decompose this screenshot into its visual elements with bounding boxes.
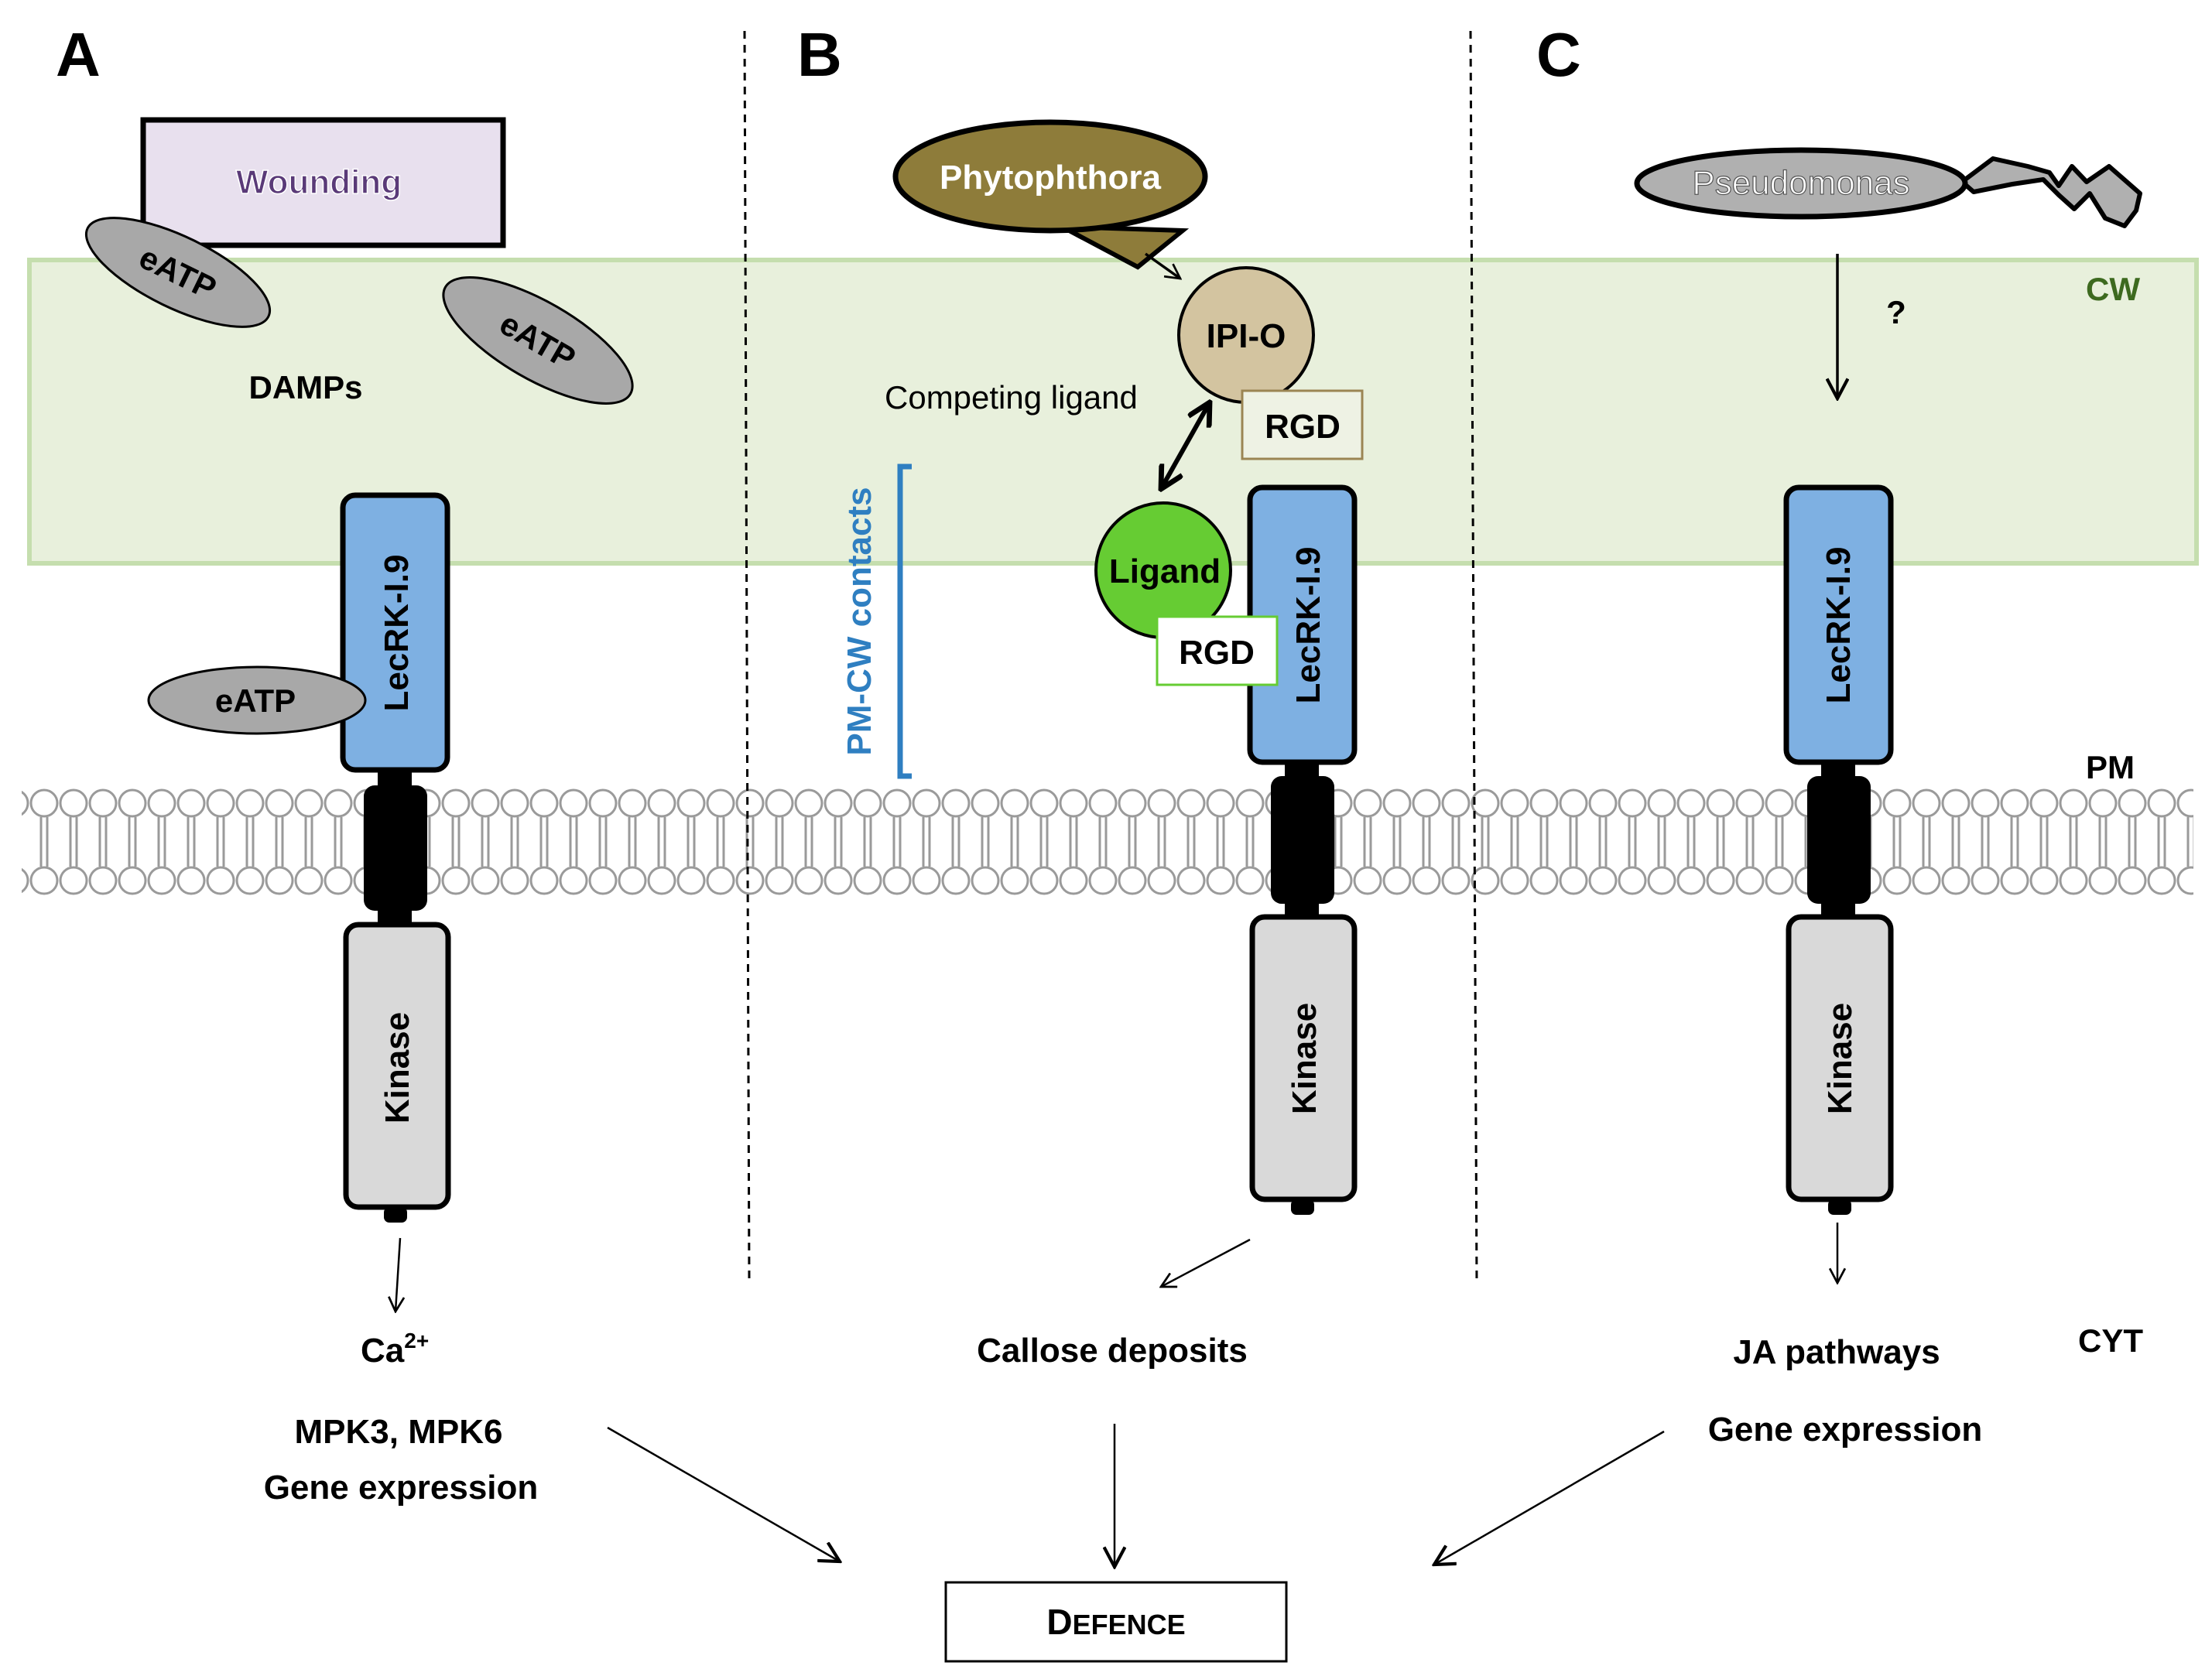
- defence-initial: D: [1046, 1602, 1072, 1642]
- panel-a: Wounding eATP eATP DAMPs LecRK-I.9 Kinas…: [84, 117, 634, 1507]
- calcium-charge: 2+: [404, 1329, 429, 1353]
- receptor-tail: [384, 1207, 407, 1223]
- converge-arrow-a: [607, 1426, 840, 1561]
- lecrk-label: LecRK-I.9: [1289, 547, 1327, 704]
- phytophthora-tail: [1060, 224, 1190, 270]
- cytoplasm-label: CYT: [2078, 1322, 2143, 1359]
- pm-cw-contacts-label: PM-CW contacts: [841, 487, 878, 755]
- lecrk-label: LecRK-I.9: [378, 555, 416, 712]
- ipio-label: IPI-O: [1207, 317, 1286, 355]
- panel-divider-ab: [743, 30, 751, 1281]
- defence-convergence: DEFENCE: [607, 1424, 1665, 1663]
- signal-arrow: [1161, 1238, 1251, 1287]
- ja-pathways-label: JA pathways: [1733, 1333, 1940, 1371]
- calcium-base: Ca: [361, 1332, 405, 1370]
- signal-arrow: [395, 1237, 400, 1312]
- transmembrane-domain: [1807, 776, 1871, 904]
- receptor-tail: [1828, 1199, 1851, 1215]
- ligand-rgd-box: [1156, 615, 1279, 686]
- wounding-label: Wounding: [236, 163, 402, 201]
- competition-arrow: [1161, 402, 1210, 489]
- phytophthora-label: Phytophthora: [940, 159, 1162, 197]
- pseudomonas-flagellum: [1960, 156, 2142, 228]
- lecrk-label: LecRK-I.9: [1820, 547, 1858, 704]
- cell-wall-label: CW: [2086, 271, 2140, 307]
- mpk-label: MPK3, MPK6: [295, 1413, 503, 1451]
- pm-cw-contacts-bracket: [897, 463, 912, 779]
- defence-label: DEFENCE: [1046, 1602, 1185, 1642]
- defence-rest: EFENCE: [1073, 1609, 1186, 1640]
- transmembrane-domain: [364, 785, 427, 911]
- transmembrane-domain: [1285, 761, 1319, 778]
- transmembrane-domain: [1821, 761, 1855, 778]
- converge-arrow-c: [1434, 1430, 1665, 1565]
- defence-box: [944, 1581, 1288, 1663]
- lecrk-receptor: LecRK-I.9 Kinase: [1783, 484, 1894, 1215]
- plasma-membrane-label: PM: [2086, 749, 2135, 785]
- panel-label-b: B: [797, 20, 842, 89]
- eatp-molecule: eATP: [147, 665, 367, 735]
- phytophthora-pathogen: [892, 119, 1208, 234]
- receptor-tail: [1291, 1199, 1314, 1215]
- gene-expression-label: Gene expression: [1708, 1411, 1983, 1449]
- lecrk-receptor: LecRK-I.9 Kinase: [1247, 484, 1358, 1215]
- ipio-rgd-box: [1241, 389, 1364, 460]
- wounding-box: [140, 117, 506, 248]
- kinase-label: Kinase: [1286, 1003, 1323, 1114]
- panel-divider-bc: [1469, 30, 1478, 1285]
- damps-label: DAMPs: [248, 369, 362, 405]
- transmembrane-domain: [1271, 776, 1334, 904]
- kinase-label: Kinase: [378, 1012, 416, 1124]
- eatp-molecule: eATP: [442, 276, 634, 405]
- kinase-label: Kinase: [1821, 1003, 1859, 1114]
- competing-ligand-label: Competing ligand: [885, 379, 1138, 416]
- gene-expression-label: Gene expression: [264, 1469, 539, 1507]
- panel-b: Phytophthora IPI-O RGD Competing ligand …: [841, 119, 1364, 1370]
- transmembrane-domain: [378, 770, 412, 787]
- calcium-label: Ca2+: [361, 1329, 429, 1370]
- panel-label-a: A: [56, 20, 101, 89]
- callose-deposits-label: Callose deposits: [977, 1332, 1248, 1370]
- eatp-molecule: eATP: [84, 217, 272, 328]
- ligand-rgd-label: RGD: [1179, 634, 1255, 672]
- lecrk-receptor: LecRK-I.9 Kinase: [340, 492, 451, 1223]
- pseudomonas-pathogen: [1634, 147, 1968, 220]
- panel-c: Pseudomonas ? LecRK-I.9 Kinase JA pathwa…: [1634, 147, 2142, 1449]
- ligand-label: Ligand: [1109, 552, 1221, 590]
- eatp-label: eATP: [215, 682, 296, 719]
- unknown-ligand-label: ?: [1886, 294, 1906, 330]
- panel-label-c: C: [1536, 20, 1581, 89]
- secretion-arrow: [1144, 252, 1180, 279]
- ipio-rgd-label: RGD: [1265, 408, 1341, 446]
- pseudomonas-label: Pseudomonas: [1692, 164, 1909, 202]
